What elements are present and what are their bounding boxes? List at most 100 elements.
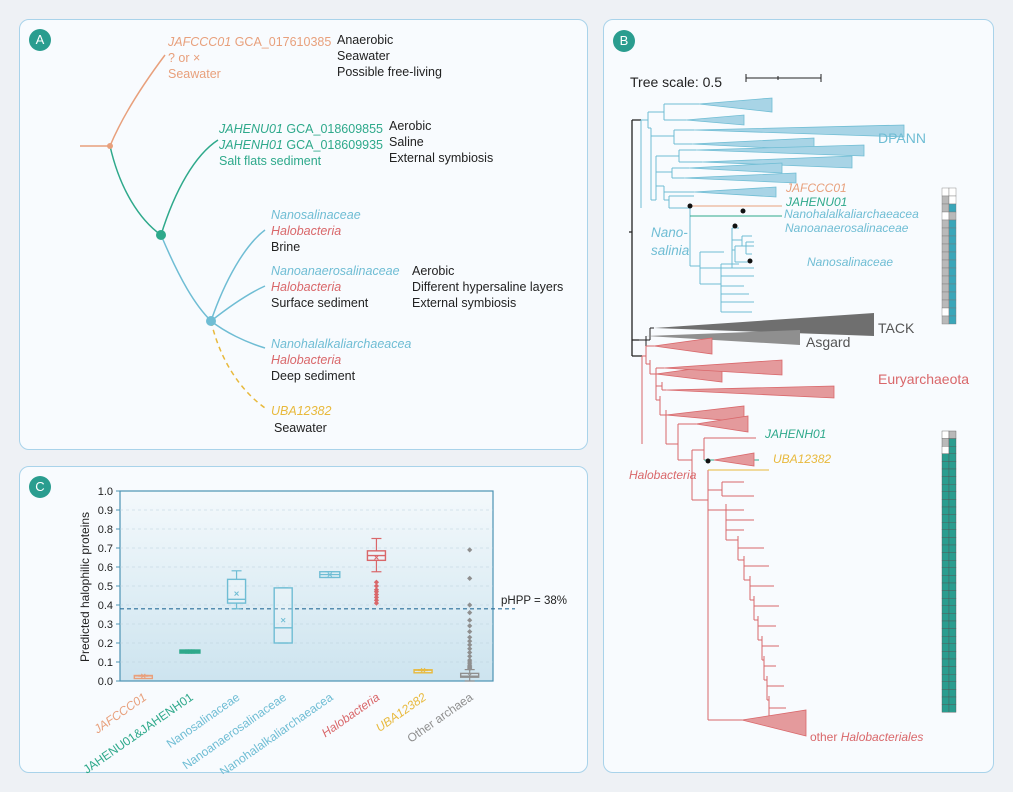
box-nanoanaerosalinaceae [273, 587, 293, 644]
box-nanohalalkaliarchaeacea [319, 571, 341, 579]
y-tick-label: 0.7 [98, 543, 113, 555]
outlier-point [467, 649, 473, 656]
dpann-label: DPANN [878, 130, 926, 146]
box-mean [420, 667, 426, 673]
node-dot [732, 223, 738, 229]
root-branch [629, 120, 633, 356]
nanosal-branch [210, 229, 266, 322]
tree-label-jahenh: JAHENH01 [764, 427, 826, 441]
panel-c-badge: C [29, 476, 51, 498]
y-tick-label: 0.8 [98, 524, 113, 536]
tree-label-uba: UBA12382 [773, 452, 831, 466]
y-tick-label: 0.3 [98, 619, 113, 631]
outlier-point [467, 653, 473, 659]
nanoanaer-host: Halobacteria [271, 280, 341, 294]
nanoanaer-env: Surface sediment [271, 296, 369, 310]
outlier-point [467, 617, 473, 623]
box-jafccc01 [133, 673, 154, 680]
outlier-point [373, 591, 380, 598]
jafccc-prop-2: Seawater [337, 49, 390, 63]
y-tick-label: 0.0 [98, 676, 113, 688]
node-dot [687, 203, 693, 209]
dpann-branches [640, 103, 702, 209]
outlier-point [467, 634, 473, 640]
tree-label-salinia: salinia [651, 243, 690, 258]
node-dot [740, 208, 746, 214]
box-nanosalinaceae [226, 570, 247, 610]
box-mean [374, 555, 379, 560]
phylogenetic-tree: Tree scale: 0.5 DPANN [629, 74, 969, 744]
panel-b: B Tree scale: 0.5 DPANN [603, 19, 994, 773]
root-children [632, 119, 642, 357]
panel-a: A JAFCCC01 GCA_017610385 ? or × Seawater… [19, 19, 588, 450]
jafccc-sub2: Seawater [168, 67, 221, 81]
green-node [156, 230, 166, 240]
tree-label-nanosal: Nanosalinaceae [807, 255, 893, 269]
y-axis-label: Predicted halophilic proteins [78, 512, 92, 662]
box-mean [467, 672, 473, 678]
jahenu-branch [160, 139, 219, 236]
dpann-collapsed-clades [683, 97, 905, 198]
y-tick-label: 0.4 [98, 600, 113, 612]
nanoanaer-prop-1: Aerobic [412, 264, 454, 278]
outlier-point [373, 579, 380, 585]
box-halobacteria [366, 537, 387, 606]
uba-env: Seawater [274, 421, 327, 435]
nanoanaer-branch [210, 285, 266, 322]
uba-label: UBA12382 [271, 404, 332, 418]
node-dot [747, 258, 753, 264]
outlier-point [467, 646, 473, 652]
nanoanaer-prop-2: Different hypersaline layers [412, 280, 563, 294]
box-mean [187, 649, 193, 654]
nanosal-host: Halobacteria [271, 224, 341, 238]
asgard-clade [646, 330, 800, 345]
nanosal-label: Nanosalinaceae [271, 208, 361, 222]
tree-label-asgard: Asgard [806, 334, 850, 350]
outlier-point [373, 589, 380, 595]
outlier-point [373, 597, 380, 603]
panel-b-badge: B [613, 30, 635, 52]
nanoanaer-prop-3: External symbiosis [412, 296, 516, 310]
tree-label-tack: TACK [878, 320, 915, 336]
box-uba12382 [413, 667, 433, 674]
jafccc-branch [109, 54, 166, 147]
tree-label-jahenu: JAHENU01 [785, 195, 847, 209]
nano-clade-branch [160, 234, 212, 322]
box-jahenu01-jahenh01 [179, 649, 201, 654]
jahenu-label-2: JAHENH01 GCA_018609935 [218, 138, 383, 152]
y-tick-label: 0.1 [98, 657, 113, 669]
eury-branches [641, 345, 786, 721]
tree-label-nanoanaer: Nanoanaerosalinaceae [785, 221, 909, 235]
jahenu-label-1: JAHENU01 GCA_018609855 [218, 122, 383, 136]
main-green-branch [109, 145, 162, 236]
y-tick-label: 0.6 [98, 562, 113, 574]
y-tick-label: 0.2 [98, 638, 113, 650]
tack-clade [654, 313, 874, 336]
heat-strip-nano [941, 187, 957, 325]
tree-label-eury: Euryarchaeota [878, 371, 969, 387]
lineage-tree-diagram: JAFCCC01 GCA_017610385 ? or × Seawater A… [80, 33, 563, 435]
outlier-point [373, 583, 380, 589]
jahenu-prop-2: Saline [389, 135, 424, 149]
blue-node [206, 316, 216, 326]
tree-label-nano: Nano- [651, 225, 688, 240]
y-tick-label: 1.0 [98, 486, 113, 498]
threshold-label: pHPP = 38% [501, 595, 567, 607]
box-mean [140, 673, 146, 679]
box-mean [234, 591, 239, 596]
nanosal-env: Brine [271, 240, 300, 254]
halophilic-boxplot: 0.00.10.20.30.40.50.60.70.80.91.0 pHPP =… [78, 486, 567, 774]
nanoanaer-label: Nanoanaerosalinaceae [271, 264, 400, 278]
panel-a-badge: A [29, 29, 51, 51]
jafccc-sub1: ? or × [168, 51, 200, 65]
y-tick-label: 0.5 [98, 581, 113, 593]
tree-label-other-halo: other Halobacteriales [810, 730, 923, 744]
jafccc-prop-1: Anaerobic [337, 33, 393, 47]
root-node [107, 143, 113, 149]
jahenu-env: Salt flats sediment [219, 154, 322, 168]
tree-scale-bar [745, 74, 822, 82]
nanohal-env: Deep sediment [271, 369, 356, 383]
tree-scale-label: Tree scale: 0.5 [630, 74, 722, 90]
nanosalinia-branches [669, 206, 754, 313]
outlier-point [467, 602, 473, 608]
